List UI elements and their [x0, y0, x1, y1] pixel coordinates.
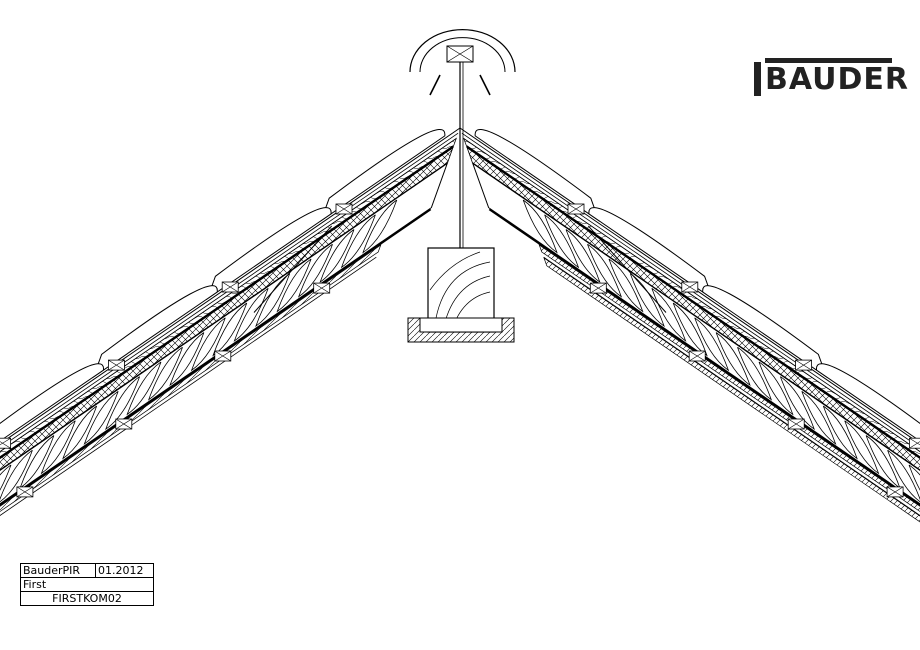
pir-insulation: [0, 162, 449, 505]
drawing-date: 01.2012: [98, 564, 144, 577]
insulation-loop: [105, 376, 140, 431]
product-name: BauderPIR: [21, 564, 96, 577]
insulation-loop: [629, 273, 665, 328]
logo-text: BAUDER: [765, 62, 910, 97]
vapour-barrier: [0, 208, 432, 507]
insulation-loop: [715, 332, 751, 387]
batten-cross: [115, 418, 132, 430]
fastener-screw: [253, 225, 333, 313]
fastener-screw: [587, 225, 667, 313]
roof-tile: [702, 285, 828, 379]
insulation-loop: [822, 405, 858, 460]
insulation-loop: [319, 229, 355, 284]
insulation-loop: [780, 376, 815, 431]
insulation-loop: [0, 449, 33, 503]
batten-cross: [681, 281, 698, 293]
insulation-loop: [126, 361, 162, 416]
ridge-tile-inner: [419, 37, 506, 73]
bauder-logo: BAUDER: [754, 58, 908, 98]
insulation-loop: [887, 449, 920, 503]
insulation-loop: [233, 287, 269, 342]
left-roof-slope: [0, 127, 461, 516]
batten-cross: [590, 282, 607, 294]
insulation-loop: [362, 199, 398, 254]
purlin-bearer-inner: [419, 317, 503, 333]
insulation-loop: [0, 464, 12, 491]
roof-tile: [588, 207, 714, 301]
batten-cross: [909, 437, 920, 449]
roof-tile: [206, 207, 332, 301]
insulation-loop: [212, 302, 248, 357]
drawing-code: FIRSTKOM02: [52, 592, 122, 605]
insulation-loop: [801, 390, 837, 445]
batten-cross: [214, 350, 231, 362]
batten-cross: [0, 437, 11, 449]
insulation-loop: [276, 258, 312, 313]
insulation-loop: [908, 464, 920, 491]
ceiling-boarding: [543, 257, 920, 523]
roof-tile: [474, 129, 600, 222]
drawing-label: First: [23, 578, 47, 591]
insulation-loop: [672, 302, 708, 357]
ridge-tile-outer: [409, 28, 516, 73]
insulation-loop: [544, 214, 580, 269]
insulation-loop: [190, 317, 226, 372]
batten-cross: [222, 281, 239, 293]
insulation-loop: [737, 346, 773, 401]
roof-tile: [816, 363, 920, 442]
insulation-loop: [565, 229, 601, 284]
insulation-loop: [147, 346, 183, 401]
roof-tile: [320, 129, 446, 222]
ridge-batten-cross: [446, 45, 474, 63]
wood-fibre-board: [466, 146, 920, 471]
batten-cross: [689, 350, 706, 362]
insulation-loop: [844, 420, 880, 475]
title-block: BauderPIR 01.2012 First FIRSTKOM02: [20, 563, 154, 606]
purlin-grain: [429, 251, 491, 331]
underlay-membrane: [465, 145, 920, 459]
insulation-loop: [608, 258, 644, 313]
tile-batten: [909, 437, 920, 449]
insulation-loop: [40, 420, 76, 475]
counter-batten: [462, 137, 920, 458]
tile-batten: [0, 437, 11, 449]
insulation-loop: [62, 405, 98, 460]
roof-boarding: [538, 244, 920, 512]
batten-cross: [795, 359, 812, 371]
insulation-loop: [758, 361, 794, 416]
insulation-loop: [340, 214, 376, 269]
batten-cross: [886, 486, 904, 498]
insulation-loop: [83, 390, 119, 445]
roof-tile: [92, 285, 218, 379]
wood-fibre-board: [0, 146, 454, 471]
batten-cross: [16, 486, 34, 498]
roof-tile: [0, 363, 104, 442]
batten-cross: [108, 359, 125, 371]
insulation-loop: [169, 332, 205, 387]
batten-cross: [567, 203, 585, 215]
pir-insulation: [471, 162, 920, 505]
roof-boarding: [0, 244, 382, 512]
ridge-clips: [429, 74, 491, 96]
batten-cross: [313, 282, 330, 294]
insulation-loop: [587, 243, 623, 298]
insulation-loop: [651, 287, 687, 342]
counter-batten: [0, 137, 458, 458]
insulation-loop: [297, 243, 333, 298]
vapour-barrier: [488, 208, 920, 507]
underlay-membrane: [0, 145, 455, 459]
insulation-loop: [694, 317, 730, 372]
ridge-assembly: [407, 28, 516, 343]
insulation-loop: [522, 199, 558, 254]
insulation-loop: [255, 273, 291, 328]
batten-cross: [788, 418, 805, 430]
right-roof-slope: [459, 127, 920, 523]
batten-cross: [335, 203, 353, 215]
